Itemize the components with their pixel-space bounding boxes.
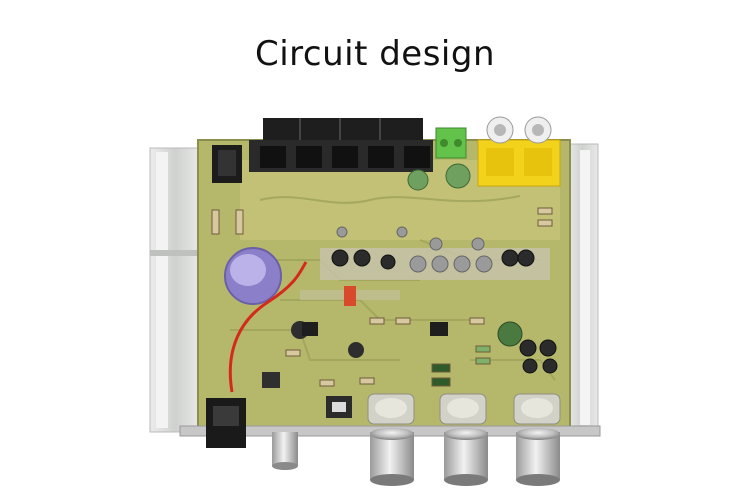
knob-shafts [272,428,560,486]
heatsink-right [565,143,599,431]
small-switch [262,372,352,418]
transistors [302,226,493,336]
filter-capacitor [224,247,282,305]
small-capacitors [291,163,558,374]
caption-title: Circuit design [254,34,496,74]
red-wire [228,261,308,393]
resistors [211,207,553,387]
input-jack [206,398,246,448]
heatsink-left [149,147,201,433]
yellow-rca-connector [477,116,561,187]
potentiometers [367,393,561,425]
dc-power-jack [212,145,242,183]
speaker-terminal-block [249,118,433,172]
green-terminal [435,127,467,159]
